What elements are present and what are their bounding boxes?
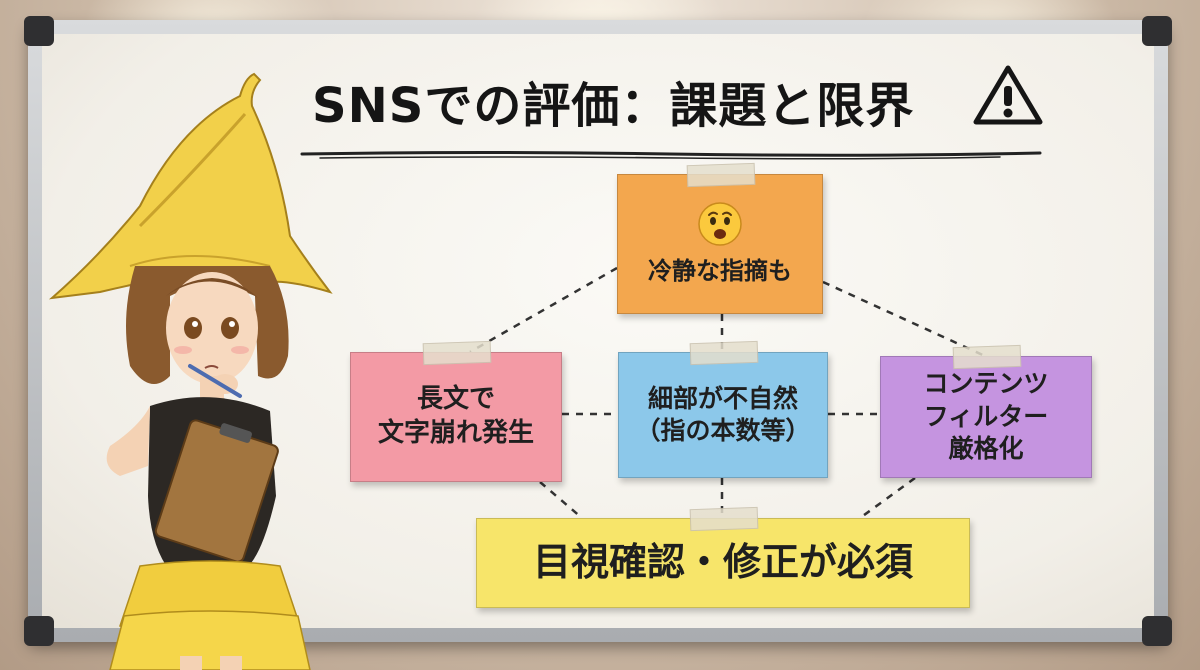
sticky-note-content-filter: コンテンツ フィルター 厳格化 xyxy=(880,356,1092,478)
sticky-note-manual-check: 目視確認・修正が必須 xyxy=(476,518,970,608)
note-line: （指の本数等） xyxy=(635,415,810,448)
worried-face-icon xyxy=(696,200,744,248)
warning-icon xyxy=(972,64,1044,128)
note-line: 長文で xyxy=(417,383,495,417)
note-text: 目視確認・修正が必須 xyxy=(533,538,913,587)
tape xyxy=(690,341,759,365)
note-text: 冷静な指摘も xyxy=(648,256,792,287)
title-text: SNSでの評価：課題と限界 xyxy=(312,66,914,136)
tape xyxy=(953,345,1022,369)
tape xyxy=(690,507,759,531)
note-line: 厳格化 xyxy=(948,433,1023,466)
note-line: コンテンツ xyxy=(923,368,1048,401)
sticky-note-calm-criticism: 冷静な指摘も xyxy=(617,174,823,314)
tape xyxy=(423,341,492,365)
note-line: 文字崩れ発生 xyxy=(378,417,534,451)
banana-hat-girl-illustration xyxy=(40,66,340,670)
sticky-note-text-corruption: 長文で 文字崩れ発生 xyxy=(350,352,562,482)
tape xyxy=(687,163,756,187)
page-title: SNSでの評価：課題と限界 xyxy=(282,58,1002,138)
note-line: フィルター xyxy=(924,401,1049,434)
note-line: 細部が不自然 xyxy=(648,383,798,416)
board-corner xyxy=(1142,616,1172,646)
board-corner xyxy=(1142,16,1172,46)
sticky-note-unnatural-details: 細部が不自然 （指の本数等） xyxy=(618,352,828,478)
title-underline xyxy=(300,148,1042,160)
board-corner xyxy=(24,16,54,46)
